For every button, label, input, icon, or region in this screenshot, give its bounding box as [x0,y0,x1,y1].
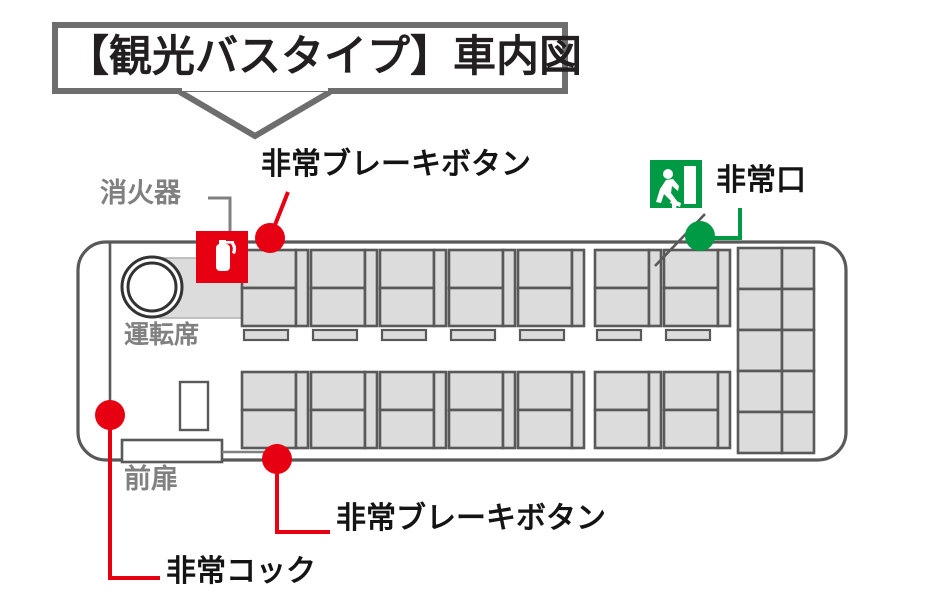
label-emergency-brake-button-bottom: 非常ブレーキボタン [336,501,606,536]
lower-seat-row [240,370,732,450]
steering-wheel-icon [120,255,184,319]
seat-unit [309,370,379,450]
seat-unit [240,248,310,342]
label-driver-seat: 運転席 [124,320,200,349]
driver-panel-rect [178,380,210,432]
front-door [120,438,224,464]
emergency-cock-marker-dot[interactable] [95,400,125,430]
seat-unit [662,248,732,342]
label-emergency-cock: 非常コック [166,554,316,589]
seat-unit [447,370,517,450]
fire-extinguisher-leader-line [208,196,232,244]
brake-button-bottom-leader-line [275,462,330,534]
fire-extinguisher-icon [196,231,248,283]
seat-unit [240,370,310,450]
rear-seat-block [736,246,816,455]
seat-unit [516,248,586,342]
label-front-door: 前扉 [124,464,178,495]
seat-unit [309,248,379,342]
page-title: 【観光バスタイプ】車内図 [66,32,582,82]
speech-bubble-tail [178,88,332,140]
seat-unit [378,370,448,450]
seat-unit [593,370,663,450]
seat-unit [593,248,663,342]
brake-button-bottom-marker-dot[interactable] [262,444,292,474]
emergency-exit-icon [650,160,702,210]
seat-unit [662,370,732,450]
label-emergency-brake-button-top: 非常ブレーキボタン [261,147,531,182]
seat-unit [516,370,586,450]
seat-unit [447,248,517,342]
upper-seat-row [240,248,732,342]
seat-unit [378,248,448,342]
emergency-cock-leader-line [108,418,160,580]
emergency-exit-marker-dot[interactable] [685,221,715,251]
label-emergency-exit: 非常口 [716,163,806,198]
brake-button-top-marker-dot[interactable] [255,223,285,253]
label-fire-extinguisher: 消火器 [100,178,181,209]
